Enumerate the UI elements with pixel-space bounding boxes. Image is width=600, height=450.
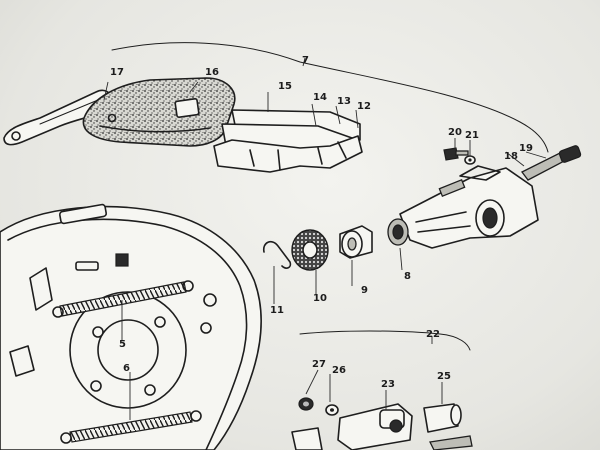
backing-plate [0,203,262,450]
callout-13: 13 [337,96,351,107]
wheel-cylinder [399,165,539,249]
callout-23: 23 [381,379,395,390]
callout-20: 20 [448,127,462,138]
upper-return-spring [52,280,194,318]
callout-5: 5 [119,339,126,350]
callout-19: 19 [519,143,533,154]
group-7-bracket [111,42,549,153]
spring-clip [262,240,292,269]
lower-return-spring [60,410,202,444]
piston [339,225,373,259]
callout-6: 6 [123,363,130,374]
rubber-boot [291,229,329,271]
group-7-tick [302,57,306,67]
callout-17: 17 [110,67,124,78]
callout-11: 11 [270,305,284,316]
callout-14: 14 [313,92,327,103]
callout-15: 15 [278,81,292,92]
callout-12: 12 [357,101,371,112]
leader-lines [103,81,547,420]
callout-8: 8 [404,271,411,282]
callout-25: 25 [437,371,451,382]
callout-21: 21 [465,130,479,141]
callout-18: 18 [504,151,518,162]
cylinder-cup [387,218,409,246]
callout-26: 26 [332,365,346,376]
bleed-screw-set [443,145,582,181]
adjuster-body-set [291,397,473,450]
callout-27: 27 [312,359,326,370]
callout-16: 16 [205,67,219,78]
group-22-bracket [299,330,471,351]
adjuster-plates [213,109,363,173]
callout-9: 9 [361,285,368,296]
callout-22: 22 [426,329,440,340]
callout-10: 10 [313,293,327,304]
brake-shoe [82,77,236,147]
callout-7: 7 [302,55,309,66]
